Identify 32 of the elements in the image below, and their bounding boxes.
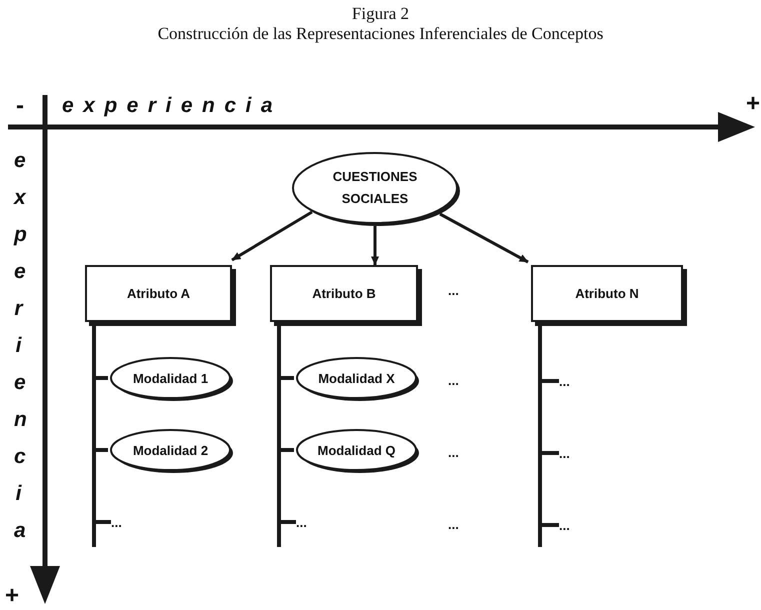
- node-label: Modalidad 1: [132, 370, 208, 386]
- ellipsis-text: ...: [559, 374, 570, 388]
- ellipsis-text: ...: [296, 514, 307, 530]
- axis-label: experiencia: [62, 94, 282, 118]
- minus-sign: -: [16, 92, 24, 120]
- ellipsis-text: ...: [448, 517, 459, 532]
- node-label: Atributo B: [312, 286, 376, 301]
- ellipsis-text: ...: [448, 283, 459, 298]
- node-label: Modalidad X: [318, 370, 395, 386]
- ellipsis-text: ...: [111, 514, 122, 530]
- ellipse-node: [294, 355, 419, 401]
- figure-subtitle: Construcción de las Representaciones Inferenciales de Conceptos: [156, 24, 604, 44]
- node-label: Atributo A: [126, 286, 190, 301]
- ellipse-node: [294, 427, 419, 473]
- ellipse-node: [108, 427, 233, 473]
- arrow: [231, 210, 313, 262]
- plus-sign: +: [746, 90, 760, 118]
- arrow: [371, 226, 379, 266]
- figure-title: Figura 2: [350, 4, 410, 24]
- ellipse-node: [108, 355, 233, 401]
- plus-sign: +: [5, 582, 20, 610]
- ellipsis-text: ...: [448, 373, 459, 388]
- node-label: Atributo N: [575, 286, 639, 301]
- node-label: Modalidad 2: [132, 442, 208, 458]
- ellipsis-text: ...: [559, 446, 570, 460]
- ellipse-node: [290, 150, 460, 226]
- ellipsis-text: ...: [448, 445, 459, 460]
- axis-label: experiencia: [14, 148, 28, 544]
- arrow: [439, 212, 529, 264]
- node-label: CUESTIONES SOCIALES: [332, 168, 418, 208]
- ellipsis-text: ...: [559, 518, 570, 532]
- node-label: Modalidad Q: [318, 442, 396, 458]
